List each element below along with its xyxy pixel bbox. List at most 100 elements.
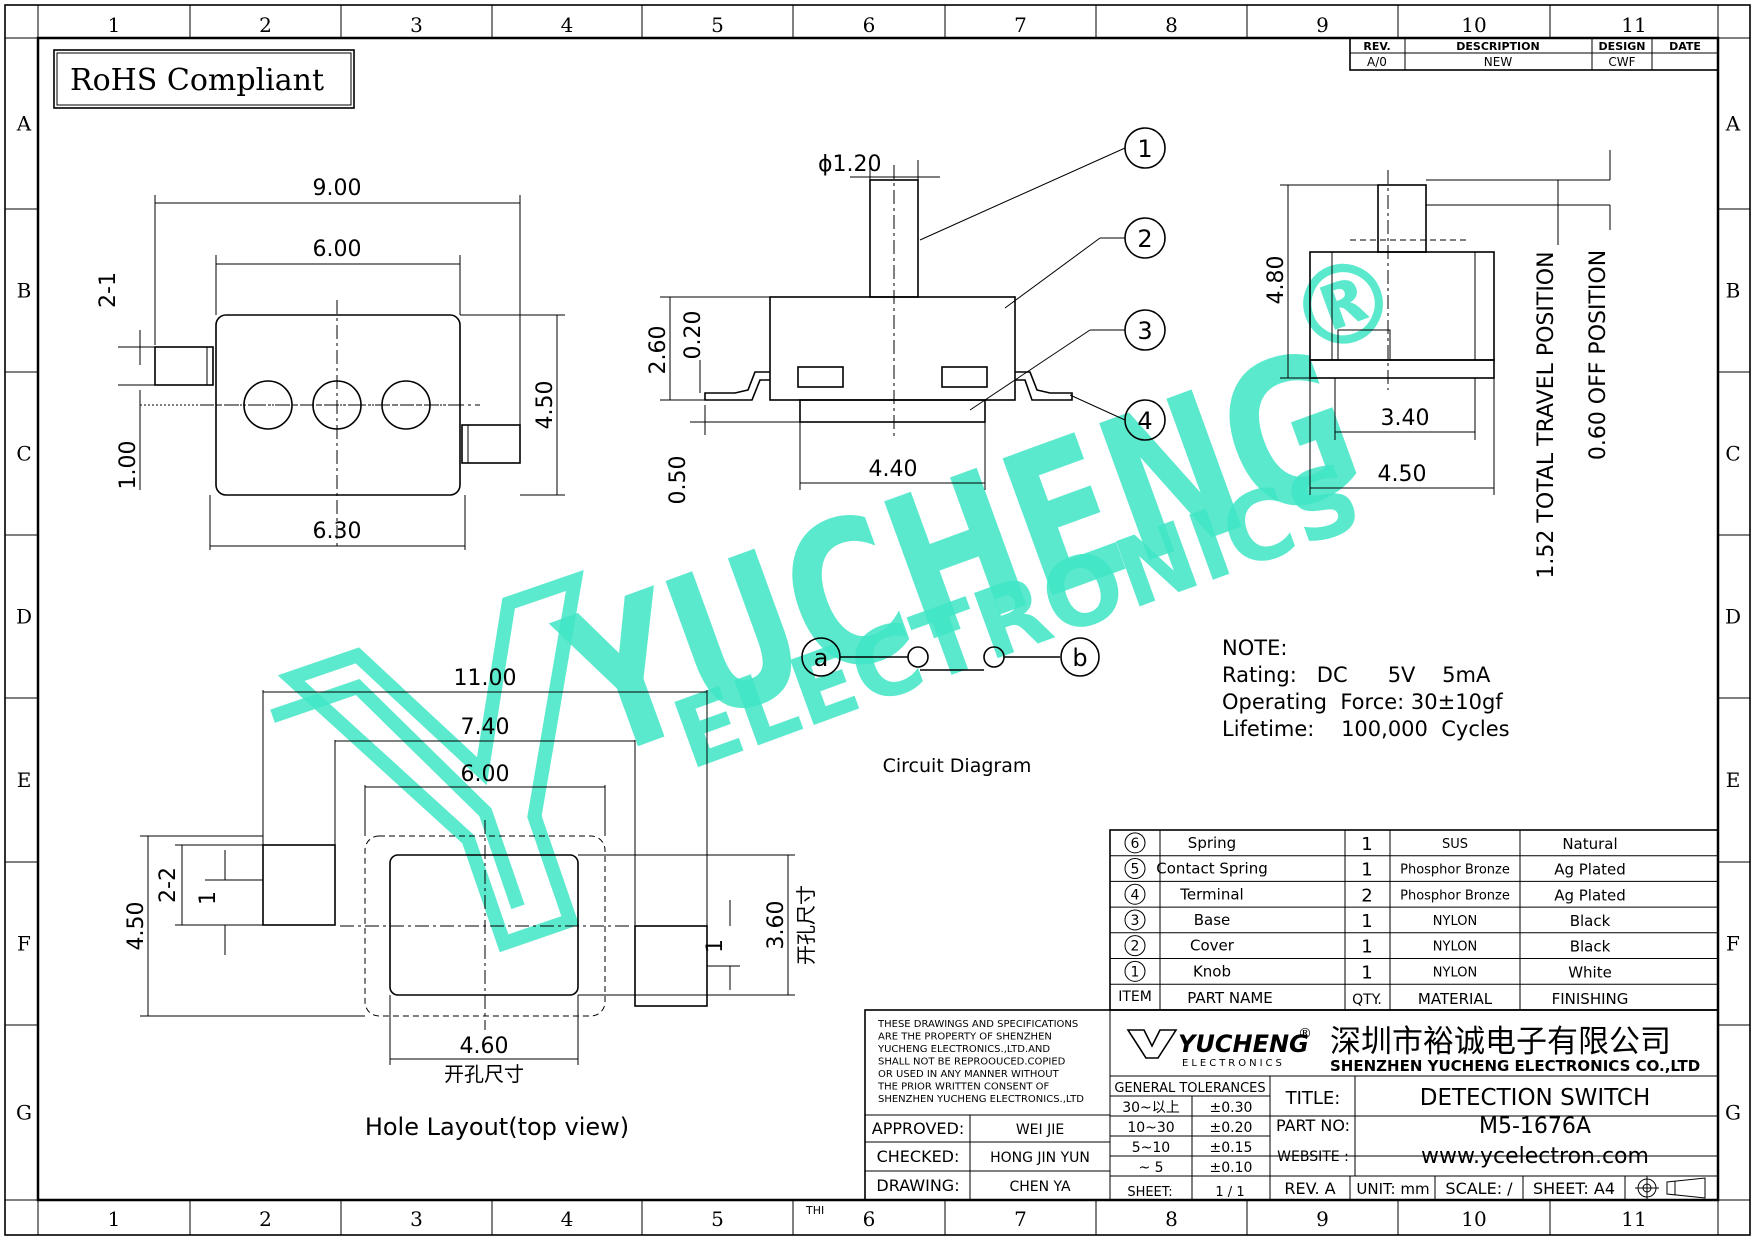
company-name-cn: 深圳市裕诚电子有限公司: [1330, 1024, 1671, 1060]
tol-range: 10~30: [1127, 1120, 1174, 1136]
bom-name: Base: [1194, 911, 1231, 929]
bom-item: 6: [1131, 836, 1140, 852]
tol-value: ±0.20: [1210, 1120, 1253, 1136]
grid-col-top: 4: [561, 13, 574, 37]
part-label: PART NO:: [1276, 1116, 1350, 1135]
grid-row-right: D: [1725, 605, 1741, 629]
top-view: 9.00 6.00 6.30 4.50 2-1 1.00: [96, 176, 565, 550]
checked-name: HONG JIN YUN: [990, 1150, 1090, 1166]
thi-mark: THI: [805, 1204, 824, 1217]
approved-label: APPROVED:: [872, 1119, 964, 1138]
bom-material: NYLON: [1433, 914, 1477, 929]
tol-value: ±0.10: [1210, 1160, 1253, 1176]
bom-name: Cover: [1190, 937, 1235, 955]
rev-header-rev: REV.: [1363, 40, 1390, 53]
bom-name: Terminal: [1179, 885, 1243, 903]
grid-col-top: 6: [863, 13, 876, 37]
dim-front-0-2: 0.20: [681, 311, 706, 360]
scale-block: SCALE: /: [1445, 1179, 1513, 1198]
note-line-2: Operating Force: 30±10gf: [1222, 690, 1503, 714]
notice-line: SHALL NOT BE REPROOUCED.COPIED: [878, 1057, 1066, 1068]
dim-front-4-4: 4.40: [869, 457, 918, 482]
dim-hole-1-left: 1: [196, 891, 221, 905]
grid-col-bottom: 11: [1621, 1207, 1646, 1231]
dim-top-9: 9.00: [313, 176, 362, 201]
tol-value: ±0.30: [1210, 1100, 1253, 1116]
rev-header-design: DESIGN: [1599, 40, 1646, 53]
bom-material: NYLON: [1433, 965, 1477, 980]
note-line-3: Lifetime: 100,000 Cycles: [1222, 717, 1510, 741]
grid-col-top: 5: [711, 13, 724, 37]
note-title: NOTE:: [1222, 636, 1287, 660]
sheet-size-block: SHEET: A4: [1533, 1179, 1615, 1198]
rev-value: A/0: [1367, 55, 1387, 69]
tol-range: ~ 5: [1138, 1160, 1163, 1176]
revision-table: REV. DESCRIPTION DESIGN DATE A/0 NEW CWF: [1349, 37, 1719, 71]
rohs-box-outer: [53, 49, 355, 109]
dim-hole-4-6: 4.60: [460, 1034, 509, 1059]
grid-col-top: 11: [1621, 13, 1646, 37]
bom-name: Spring: [1188, 834, 1236, 852]
tol-range: 30~以上: [1122, 1100, 1180, 1116]
callout-1: 1: [1137, 135, 1152, 163]
dim-side-4-8: 4.80: [1264, 256, 1289, 305]
grid-col-top: 8: [1165, 13, 1178, 37]
bom-item: 2: [1131, 939, 1140, 955]
grid-row-left: E: [17, 768, 32, 792]
sheet-value: 1 / 1: [1215, 1185, 1244, 1200]
tol-title: GENERAL TOLERANCES: [1114, 1081, 1265, 1096]
grid-col-bottom: 9: [1316, 1207, 1329, 1231]
grid-row-left: A: [16, 112, 32, 136]
rohs-label: RoHS Compliant: [70, 63, 324, 98]
grid-col-top: 2: [259, 13, 272, 37]
grid-col-bottom: 8: [1165, 1207, 1178, 1231]
rev-design: CWF: [1608, 55, 1635, 69]
bom-material: Phosphor Bronze: [1400, 863, 1510, 878]
grid-row-left: D: [16, 605, 32, 629]
grid-col-top: 10: [1461, 13, 1486, 37]
website-value: www.ycelectron.com: [1421, 1144, 1649, 1169]
bom-name: Knob: [1193, 962, 1231, 980]
dim-side-travel: 1.52 TOTAL TRAVEL POSITION: [1534, 251, 1559, 578]
dim-hole-4-5: 4.50: [124, 902, 149, 951]
rohs-box-inner: [56, 52, 352, 106]
bom-material: SUS: [1442, 837, 1468, 852]
dim-top-4-5: 4.50: [533, 381, 558, 430]
dim-top-1: 1.00: [116, 441, 141, 490]
grid-row-left: F: [17, 932, 31, 956]
bom-qty: 1: [1361, 911, 1372, 932]
circuit-diagram: a b Circuit Diagram: [801, 637, 1100, 777]
grid-row-right: E: [1726, 768, 1741, 792]
notice-line: SHENZHEN YUCHENG ELECTRONICS.,LTD: [878, 1094, 1084, 1105]
dim-hole-6: 6.00: [461, 762, 510, 787]
circuit-b: b: [1072, 644, 1087, 672]
bom-header-item: ITEM: [1118, 989, 1152, 1005]
dim-top-6-3: 6.30: [313, 519, 362, 544]
dim-top-6: 6.00: [313, 237, 362, 262]
grid-row-right: A: [1725, 112, 1741, 136]
grid-row-right: F: [1726, 932, 1740, 956]
dim-hole-11: 11.00: [454, 666, 517, 691]
front-view: ϕ1.20 2.60 0.20 0.50 4.40 1 2 3 4: [646, 127, 1166, 505]
projection-symbol-icon: [1635, 1176, 1706, 1200]
dim-side-4-5: 4.50: [1378, 462, 1427, 487]
notice-line: YUCHENG ELECTRONICS.,LTD.AND: [877, 1044, 1050, 1055]
bom-item: 3: [1131, 913, 1140, 929]
hole-layout-label: Hole Layout(top view): [365, 1113, 629, 1141]
side-view: 4.80 3.40 4.50 1.52 TOTAL TRAVEL POSITIO…: [1264, 150, 1611, 579]
callout-4: 4: [1137, 407, 1152, 435]
company-name-en: SHENZHEN YUCHENG ELECTRONICS CO.,LTD: [1330, 1057, 1700, 1075]
grid-row-right: B: [1726, 279, 1741, 303]
grid-row-left: B: [17, 279, 32, 303]
bom-finish: Ag Plated: [1554, 886, 1626, 904]
dim-front-0-5: 0.50: [666, 456, 691, 505]
grid-col-bottom: 4: [561, 1207, 574, 1231]
bom-qty: 2: [1361, 885, 1372, 906]
rev-header-date: DATE: [1669, 40, 1701, 53]
unit-block: UNIT: mm: [1356, 1180, 1429, 1198]
